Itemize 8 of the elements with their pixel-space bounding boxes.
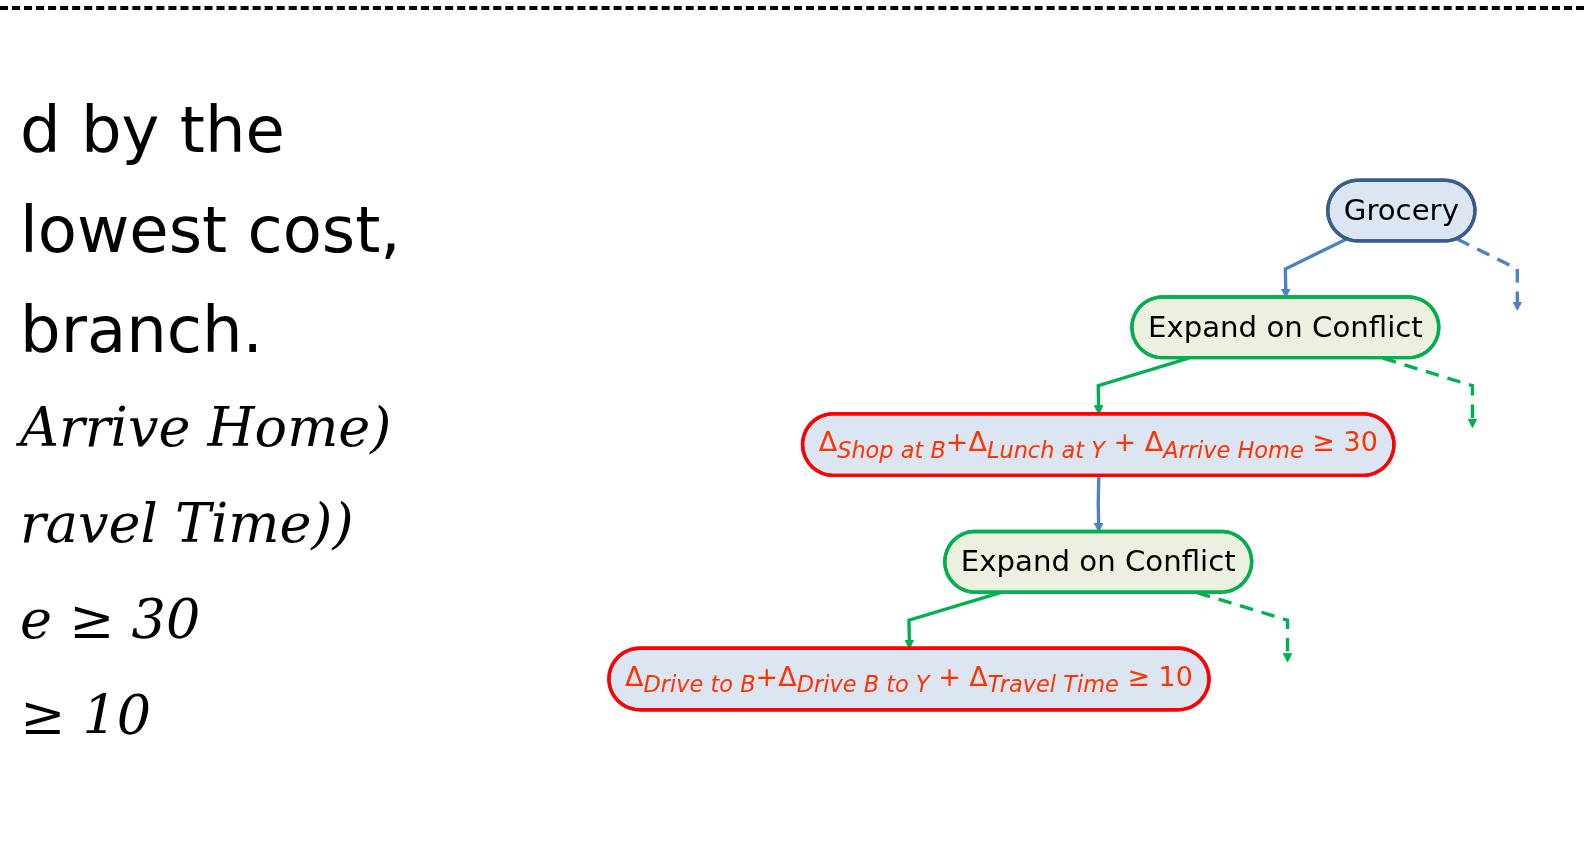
formula-line: ravel Time)) <box>19 491 355 557</box>
formula-line: Arrive Home) <box>12 380 400 476</box>
formula-line: ≥ 10 <box>19 683 153 749</box>
text-line: branch. <box>19 292 264 369</box>
text-line: lowest cost, <box>19 192 402 269</box>
formula-line: e ≥ 30 <box>19 587 202 653</box>
arrow <box>1456 237 1523 311</box>
text-line: d by the <box>19 92 286 169</box>
